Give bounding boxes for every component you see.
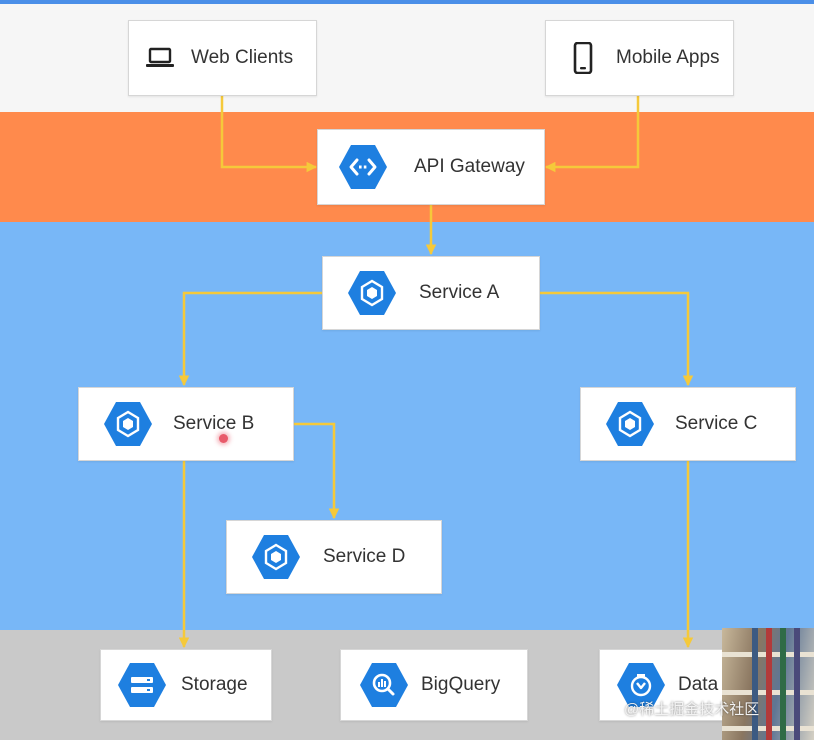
api-gateway-node[interactable]: API Gateway bbox=[317, 129, 545, 205]
kubernetes-engine-icon bbox=[251, 534, 301, 580]
webcam-book bbox=[794, 628, 800, 740]
bigquery-label: BigQuery bbox=[421, 674, 501, 695]
web-clients-node[interactable]: Web Clients bbox=[128, 20, 317, 96]
edge-service-b-to-service-d bbox=[294, 422, 340, 520]
service-a-label: Service A bbox=[419, 282, 500, 303]
api-gateway-icon bbox=[338, 144, 388, 190]
webcam-book bbox=[780, 628, 786, 740]
bigquery-node[interactable]: BigQuery bbox=[340, 649, 528, 721]
kubernetes-engine-icon bbox=[605, 401, 655, 447]
service-d-node[interactable]: Service D bbox=[226, 520, 442, 594]
edge-service-a-to-service-b bbox=[178, 291, 322, 387]
watermark-text: @稀土掘金技术社区 bbox=[624, 701, 760, 718]
datastore-icon bbox=[616, 662, 666, 708]
cursor-indicator bbox=[219, 434, 228, 443]
smartphone-icon bbox=[568, 42, 598, 74]
bigquery-icon bbox=[359, 662, 409, 708]
service-c-label: Service C bbox=[675, 413, 758, 434]
datastore-label: Data bbox=[678, 674, 719, 695]
edge-mobile-apps-to-api-gateway bbox=[544, 96, 640, 173]
service-b-node[interactable]: Service B bbox=[78, 387, 294, 461]
kubernetes-engine-icon bbox=[347, 270, 397, 316]
webcam-overlay bbox=[722, 628, 814, 740]
web-clients-label: Web Clients bbox=[191, 47, 294, 68]
kubernetes-engine-icon bbox=[103, 401, 153, 447]
api-gateway-label: API Gateway bbox=[414, 156, 525, 177]
storage-icon bbox=[117, 662, 167, 708]
storage-node[interactable]: Storage bbox=[100, 649, 272, 721]
webcam-book bbox=[766, 628, 772, 740]
laptop-icon bbox=[145, 43, 175, 73]
mobile-apps-label: Mobile Apps bbox=[616, 47, 720, 68]
service-c-node[interactable]: Service C bbox=[580, 387, 796, 461]
webcam-book bbox=[752, 628, 758, 740]
service-d-label: Service D bbox=[323, 546, 406, 567]
edge-service-a-to-service-c bbox=[540, 291, 694, 387]
mobile-apps-node[interactable]: Mobile Apps bbox=[545, 20, 734, 96]
edge-web-clients-to-api-gateway bbox=[220, 96, 318, 173]
storage-label: Storage bbox=[181, 674, 248, 695]
service-a-node[interactable]: Service A bbox=[322, 256, 540, 330]
service-b-label: Service B bbox=[173, 413, 255, 434]
